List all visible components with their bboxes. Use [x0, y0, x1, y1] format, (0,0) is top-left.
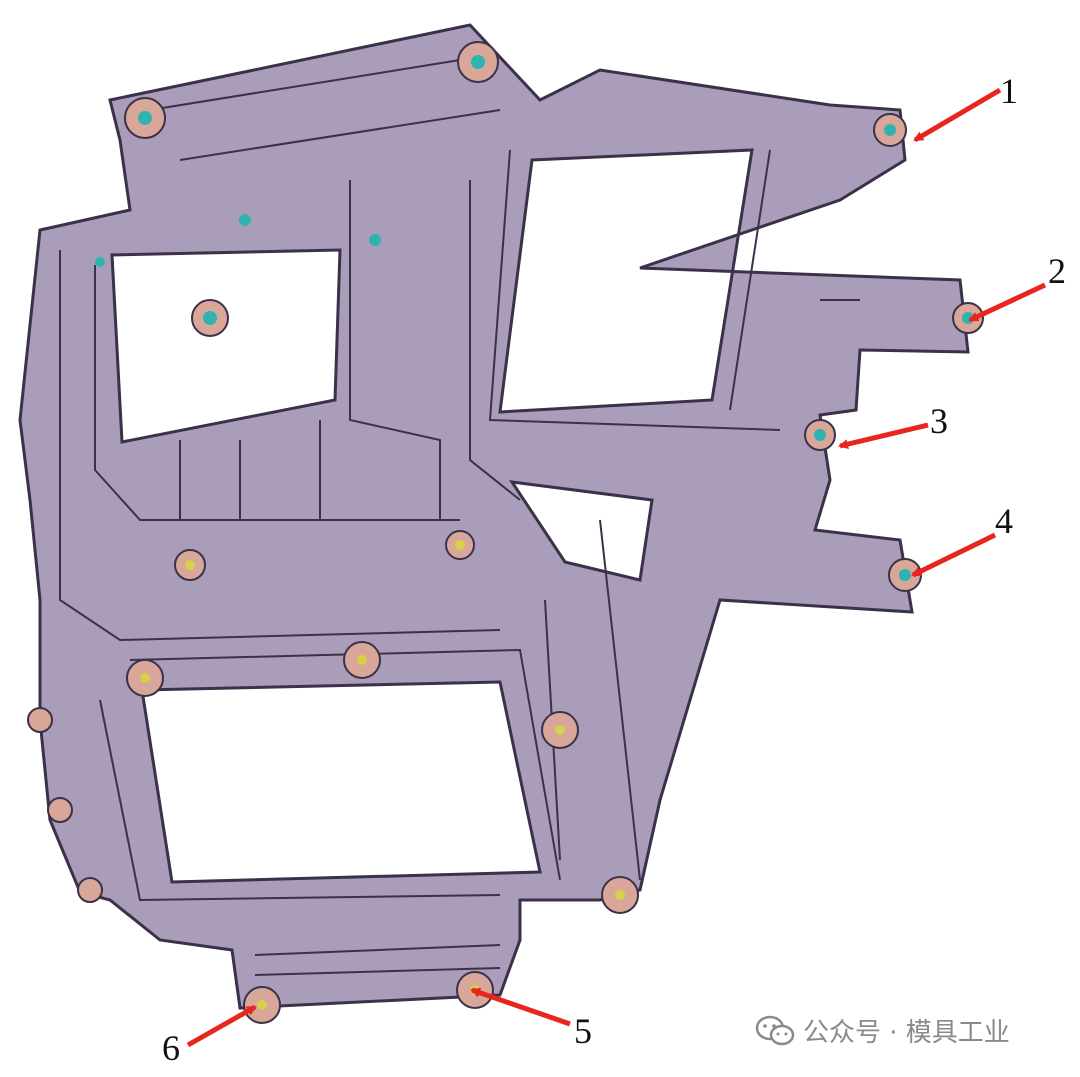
edge-lines: [59, 59, 860, 976]
arrow-2: [968, 282, 1047, 323]
callout-arrows: [186, 87, 1047, 1048]
callout-label-1: 1: [1000, 71, 1018, 111]
callout-label-5: 5: [574, 1011, 592, 1051]
callout-label-2: 2: [1048, 251, 1066, 291]
arrow-3: [838, 422, 929, 450]
wechat-icon: [755, 1015, 795, 1045]
arrow-6: [186, 1004, 257, 1048]
callout-label-6: 6: [162, 1028, 180, 1068]
callout-label-4: 4: [995, 501, 1013, 541]
watermark: 公众号 · 模具工业: [755, 1012, 1010, 1049]
callout-label-3: 3: [930, 401, 948, 441]
arrow-5: [470, 987, 571, 1027]
arrow-1: [913, 87, 1002, 143]
watermark-text: 公众号 · 模具工业: [803, 1018, 1010, 1048]
bosses: [27, 41, 984, 1024]
arrow-4: [911, 532, 997, 578]
bracket-body: [18, 23, 970, 1010]
